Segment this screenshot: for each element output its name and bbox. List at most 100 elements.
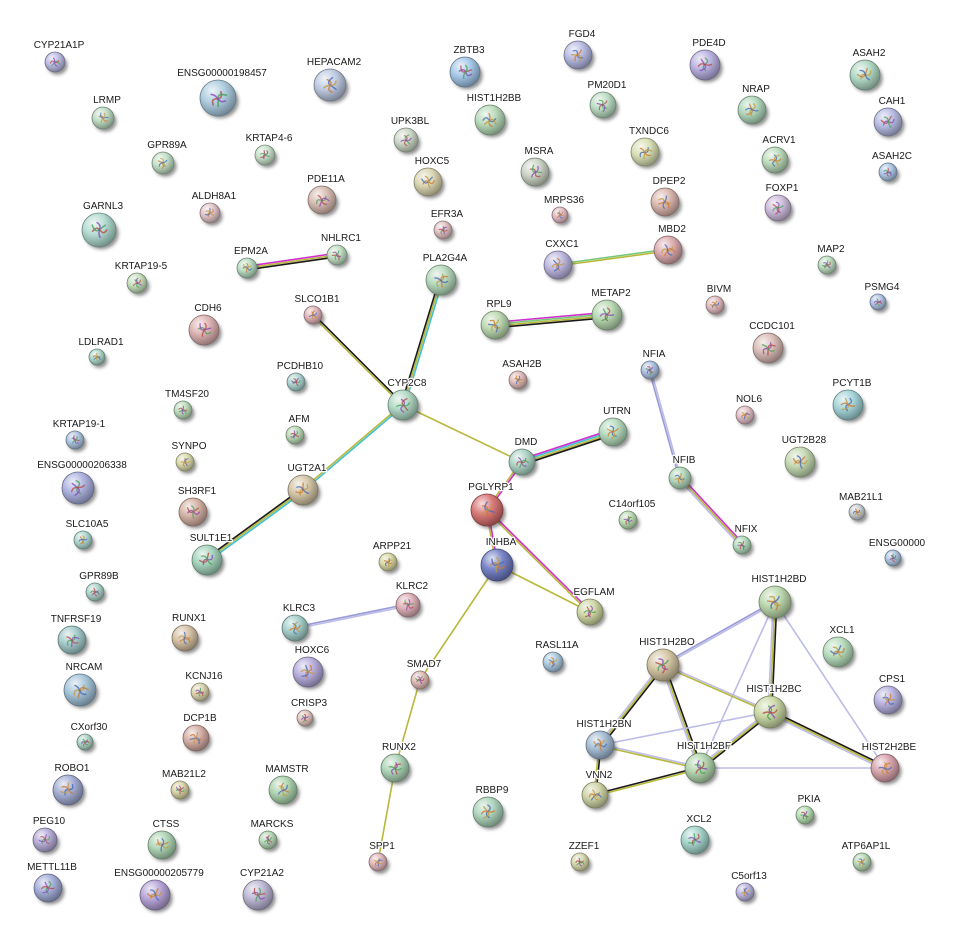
protein-node-mbd2[interactable] bbox=[653, 235, 685, 267]
protein-node-rasl11a[interactable] bbox=[542, 651, 566, 675]
protein-node-mettl11b[interactable] bbox=[33, 873, 65, 905]
protein-node-efr3a[interactable] bbox=[433, 220, 455, 242]
protein-node-ccdc101[interactable] bbox=[752, 332, 786, 366]
protein-node-egflam[interactable] bbox=[576, 598, 606, 628]
protein-node-hepacam2[interactable] bbox=[313, 68, 349, 104]
protein-node-synpo[interactable] bbox=[175, 452, 197, 474]
protein-node-ensg00000[interactable] bbox=[884, 549, 904, 569]
protein-node-mab21l1[interactable] bbox=[848, 503, 868, 523]
protein-node-upk3bl[interactable] bbox=[393, 127, 421, 155]
protein-node-kcnj16[interactable] bbox=[190, 682, 212, 704]
interaction-edge[interactable] bbox=[767, 601, 778, 713]
protein-node-krtap19-5[interactable] bbox=[126, 272, 150, 296]
protein-node-ldlrad1[interactable] bbox=[88, 348, 108, 368]
protein-node-pglyrp1[interactable] bbox=[470, 493, 506, 529]
protein-node-ctss[interactable] bbox=[147, 830, 179, 862]
interaction-edge[interactable] bbox=[599, 711, 771, 746]
protein-node-hoxc6[interactable] bbox=[292, 656, 326, 690]
protein-node-mab21l2[interactable] bbox=[170, 780, 192, 802]
protein-node-cps1[interactable] bbox=[873, 685, 905, 717]
protein-node-marcks[interactable] bbox=[258, 830, 280, 852]
interaction-edge[interactable] bbox=[494, 311, 608, 329]
protein-node-xcl2[interactable] bbox=[680, 825, 712, 857]
interaction-edge[interactable] bbox=[648, 369, 682, 479]
protein-node-msra[interactable] bbox=[520, 157, 552, 189]
interaction-edge[interactable] bbox=[774, 601, 886, 769]
protein-node-cyp21a2[interactable] bbox=[242, 879, 276, 913]
interaction-edge[interactable] bbox=[485, 508, 592, 614]
protein-node-asah2[interactable] bbox=[849, 59, 883, 93]
protein-node-tm4sf20[interactable] bbox=[173, 400, 195, 422]
protein-node-pcyt1b[interactable] bbox=[832, 389, 866, 423]
protein-node-spp1[interactable] bbox=[368, 852, 390, 874]
interaction-edge[interactable] bbox=[557, 248, 669, 267]
protein-node-psmg4[interactable] bbox=[869, 293, 889, 313]
protein-node-gpr89a[interactable] bbox=[151, 151, 177, 177]
protein-node-acrv1[interactable] bbox=[761, 146, 791, 176]
interaction-edge[interactable] bbox=[402, 404, 523, 463]
protein-node-peg10[interactable] bbox=[32, 827, 60, 855]
interaction-edge[interactable] bbox=[597, 663, 666, 747]
protein-node-cah1[interactable] bbox=[873, 107, 905, 139]
protein-node-pde11a[interactable] bbox=[307, 185, 339, 217]
protein-node-hist1h2bf[interactable] bbox=[684, 752, 718, 786]
interaction-edge[interactable] bbox=[520, 428, 615, 466]
protein-node-crisp3[interactable] bbox=[296, 709, 316, 729]
protein-node-nfix[interactable] bbox=[732, 535, 754, 557]
protein-node-fgd4[interactable] bbox=[563, 40, 595, 72]
protein-node-garnl3[interactable] bbox=[81, 212, 119, 250]
protein-node-nol6[interactable] bbox=[735, 405, 757, 427]
protein-node-metap2[interactable] bbox=[591, 299, 625, 333]
interaction-edge[interactable] bbox=[594, 766, 701, 797]
protein-node-robo1[interactable] bbox=[52, 774, 86, 808]
protein-node-pcdhb10[interactable] bbox=[286, 372, 308, 394]
protein-node-ensg00000198457[interactable] bbox=[199, 79, 239, 119]
interaction-edge[interactable] bbox=[419, 564, 498, 681]
interaction-edge[interactable] bbox=[678, 476, 744, 547]
protein-node-runx1[interactable] bbox=[171, 624, 201, 654]
protein-node-nrcam[interactable] bbox=[63, 673, 99, 709]
interaction-edge[interactable] bbox=[662, 600, 776, 667]
protein-node-aldh8a1[interactable] bbox=[199, 202, 223, 226]
interaction-edge[interactable] bbox=[301, 403, 405, 492]
interaction-edge[interactable] bbox=[246, 252, 338, 271]
protein-node-hist1h2bd[interactable] bbox=[758, 585, 794, 621]
interaction-edge[interactable] bbox=[311, 313, 405, 407]
protein-node-rbbp9[interactable] bbox=[472, 796, 506, 830]
protein-node-cxxc1[interactable] bbox=[543, 250, 575, 282]
protein-node-map2[interactable] bbox=[817, 255, 839, 277]
protein-node-runx2[interactable] bbox=[380, 753, 412, 785]
protein-node-vnn2[interactable] bbox=[581, 781, 611, 811]
protein-node-c5orf13[interactable] bbox=[735, 882, 757, 904]
protein-node-atp6ap1l[interactable] bbox=[852, 852, 874, 874]
protein-node-hoxc5[interactable] bbox=[413, 167, 445, 199]
protein-node-mrps36[interactable] bbox=[551, 206, 571, 226]
interaction-edge[interactable] bbox=[400, 279, 444, 406]
protein-node-cxorf30[interactable] bbox=[76, 733, 96, 753]
protein-node-hist1h2bc[interactable] bbox=[753, 695, 789, 731]
protein-node-klrc3[interactable] bbox=[281, 614, 311, 644]
interaction-edge[interactable] bbox=[205, 487, 305, 563]
protein-node-gpr89b[interactable] bbox=[85, 582, 107, 604]
protein-node-pm20d1[interactable] bbox=[589, 91, 619, 121]
protein-node-bivm[interactable] bbox=[705, 295, 727, 317]
protein-node-smad7[interactable] bbox=[410, 670, 432, 692]
protein-node-asah2c[interactable] bbox=[878, 162, 900, 184]
protein-node-arpp21[interactable] bbox=[378, 552, 400, 574]
protein-node-nfia[interactable] bbox=[640, 360, 662, 382]
protein-node-sult1e1[interactable] bbox=[191, 544, 225, 578]
protein-node-klrc2[interactable] bbox=[395, 592, 423, 620]
protein-node-c14orf105[interactable] bbox=[618, 510, 640, 532]
protein-node-inhba[interactable] bbox=[480, 548, 516, 584]
protein-node-pla2g4a[interactable] bbox=[425, 264, 459, 298]
protein-node-xcl1[interactable] bbox=[822, 636, 856, 670]
protein-node-txndc6[interactable] bbox=[630, 137, 662, 169]
protein-node-hist2h2be[interactable] bbox=[870, 753, 902, 785]
protein-node-epm2a[interactable] bbox=[236, 257, 260, 281]
protein-node-hist1h2bn[interactable] bbox=[585, 730, 617, 762]
protein-node-ensg00000206338[interactable] bbox=[61, 471, 97, 507]
interaction-edge[interactable] bbox=[699, 601, 776, 769]
protein-node-slco1b1[interactable] bbox=[303, 305, 325, 327]
protein-node-zbtb3[interactable] bbox=[449, 56, 483, 90]
protein-node-ugt2a1[interactable] bbox=[287, 474, 321, 508]
